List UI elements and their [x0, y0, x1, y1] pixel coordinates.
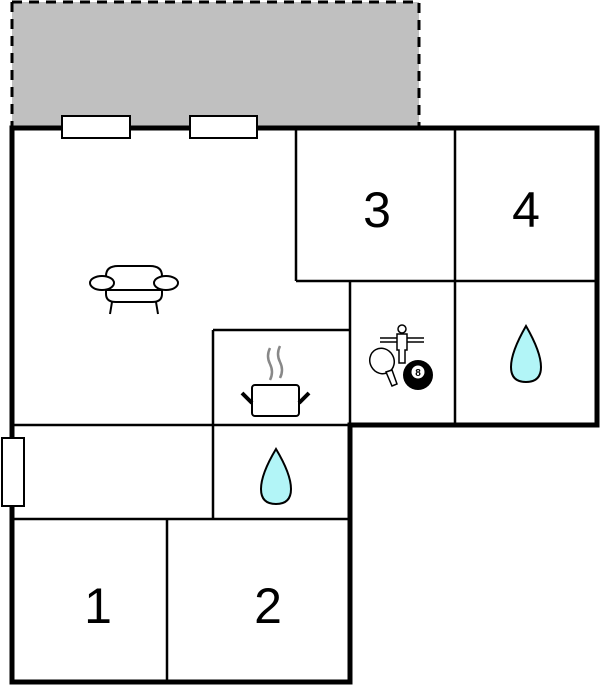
window-left [1, 437, 25, 507]
billiard-8-ball-icon: 8 [403, 360, 433, 390]
room-label-4: 4 [512, 182, 540, 238]
exterior-walls [9, 125, 600, 685]
room-label-1: 1 [84, 578, 112, 634]
room-label-3: 3 [363, 182, 391, 238]
window-top-middle [189, 115, 258, 139]
table-tennis-paddle-icon [368, 347, 398, 387]
cooking-pot-icon [240, 345, 311, 417]
interior-walls [12, 128, 596, 683]
sofa-icon [89, 265, 179, 315]
water-drop-icon [509, 323, 543, 384]
ball-number: 8 [415, 368, 421, 379]
water-drop-icon [259, 447, 293, 506]
table-football-icon [380, 324, 424, 364]
windows [1, 115, 258, 507]
room-label-2: 2 [254, 578, 282, 634]
window-top-left [61, 115, 131, 139]
terrace [10, 0, 421, 128]
